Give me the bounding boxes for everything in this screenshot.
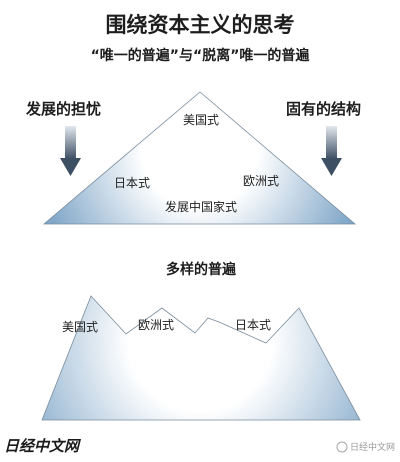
weibo-watermark: 日经中文网 <box>336 441 395 453</box>
diagram-subtitle: “唯一的普遍”与“脱离”唯一的普遍 <box>91 47 311 64</box>
developing-country-model-label: 发展中国家式 <box>165 199 237 214</box>
inherent-structure-label: 固有的结构 <box>286 100 361 118</box>
lower-mountain <box>41 295 361 421</box>
lower-european-model-label: 欧洲式 <box>138 318 174 332</box>
right-down-arrow-icon <box>321 126 342 176</box>
lower-american-model-label: 美国式 <box>62 320 98 334</box>
logo-text: 日经中文网 <box>4 437 82 455</box>
weibo-icon <box>336 441 348 453</box>
european-model-label: 欧洲式 <box>243 174 279 188</box>
diagram-title: 围绕资本主义的思考 <box>106 13 295 37</box>
nikkei-logo: 日经中文网 <box>4 437 82 455</box>
lower-japanese-model-label: 日本式 <box>235 318 271 332</box>
left-down-arrow-icon <box>60 126 81 176</box>
japanese-model-label: 日本式 <box>114 176 150 190</box>
upper-triangle <box>42 91 357 225</box>
watermark-text: 日经中文网 <box>350 441 395 453</box>
development-concern-label: 发展的担忧 <box>25 100 101 118</box>
american-model-label: 美国式 <box>183 113 219 127</box>
diverse-universality-title: 多样的普遍 <box>166 261 237 278</box>
